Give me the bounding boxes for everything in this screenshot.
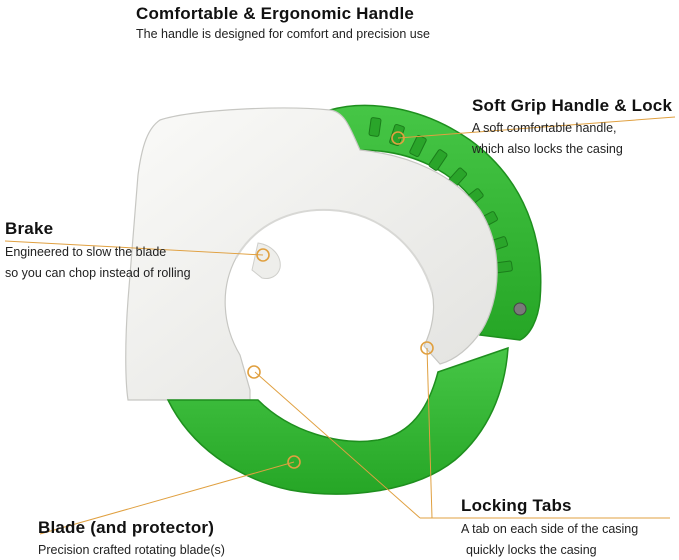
callout-markers [247, 131, 434, 469]
brake-callout-line1: Engineered to slow the blade [5, 245, 167, 259]
tabs-callout-line1: A tab on each side of the casing [461, 522, 639, 536]
soft-grip-band [328, 104, 542, 341]
page-subtitle: The handle is designed for comfort and p… [136, 27, 430, 41]
grip-callout-line2: which also locks the casing [472, 142, 623, 156]
inner-ring-edge [235, 208, 433, 293]
grip-callout-title: Soft Grip Handle & Lock [472, 96, 673, 115]
blade-callout-title: Blade (and protector) [38, 518, 215, 537]
tabs-callout-title: Locking Tabs [461, 496, 572, 515]
grip-rivet [513, 302, 527, 316]
blade-protector [166, 346, 509, 495]
grip-ridges [368, 117, 513, 274]
handle-body [125, 107, 498, 401]
callout-leaders [4, 116, 676, 535]
page-title: Comfortable & Ergonomic Handle [136, 4, 415, 23]
grip-callout-line1: A soft comfortable handle, [472, 121, 617, 135]
brake-callout-line2: so you can chop instead of rolling [5, 266, 191, 280]
tabs-callout-line2: quickly locks the casing [466, 543, 597, 557]
brake-callout-title: Brake [5, 219, 54, 238]
blade-callout-line1: Precision crafted rotating blade(s) [38, 543, 225, 557]
